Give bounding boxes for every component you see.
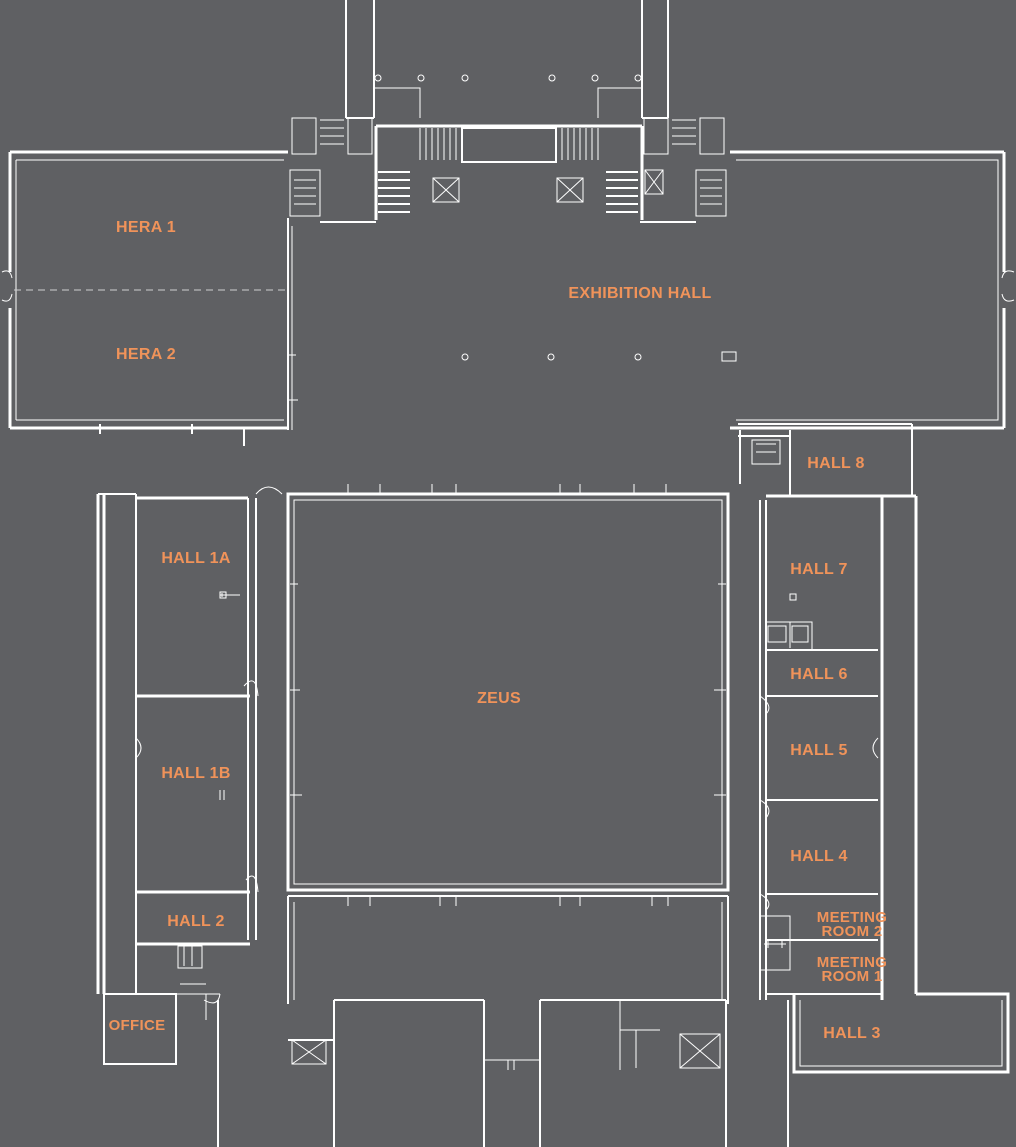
label-exhibition-hall: EXHIBITION HALL (568, 285, 711, 302)
label-hall-4: HALL 4 (790, 848, 848, 865)
label-hall-6: HALL 6 (790, 666, 848, 683)
label-hall-1a: HALL 1A (161, 550, 231, 567)
label-zeus: ZEUS (477, 690, 521, 707)
hera-wing (1, 150, 293, 446)
label-hall-2: HALL 2 (167, 913, 225, 930)
label-meeting-room-1-line1: MEETING (817, 954, 887, 971)
label-hall-7: HALL 7 (790, 561, 848, 578)
room-labels: HERA 1 HERA 2 EXHIBITION HALL HALL 8 HAL… (109, 219, 887, 1042)
label-meeting-room-1-line2: ROOM 1 (822, 968, 883, 985)
label-office: OFFICE (109, 1017, 166, 1034)
label-hall-3: HALL 3 (823, 1025, 881, 1042)
label-hera-1: HERA 1 (116, 219, 176, 236)
label-hall-1b: HALL 1B (161, 765, 230, 782)
north-entrance (289, 0, 727, 220)
central-block (96, 484, 789, 1147)
exhibition-wing (288, 150, 1015, 430)
label-meeting-room-2-line1: MEETING (817, 909, 887, 926)
label-hall-8: HALL 8 (807, 455, 865, 472)
label-hera-2: HERA 2 (116, 346, 176, 363)
east-halls (738, 423, 1010, 1074)
label-meeting-room-2-line2: ROOM 2 (822, 923, 883, 940)
label-hall-5: HALL 5 (790, 742, 848, 759)
